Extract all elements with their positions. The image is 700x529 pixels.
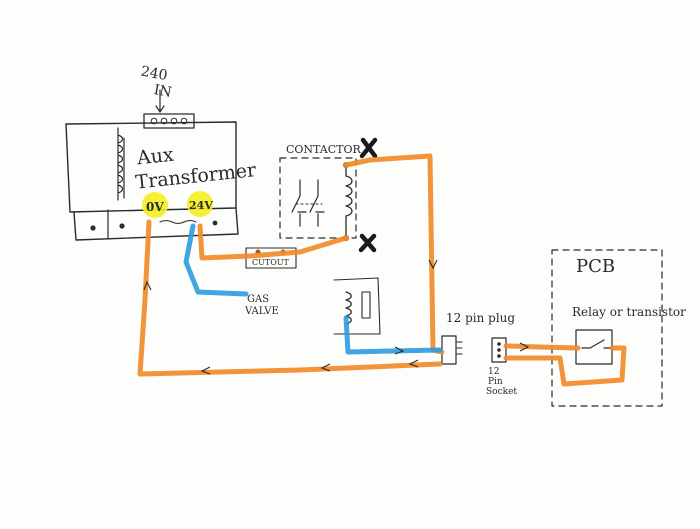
transformer-box: [65, 121, 239, 241]
wire-contactor-plug: [343, 153, 445, 355]
input-label: 240 IN: [137, 64, 176, 101]
wire-0v-return: [137, 219, 443, 377]
zero-volt-terminal: 0V: [142, 192, 168, 218]
zero-volt-label: 0V: [146, 200, 164, 214]
gas-valve-component: [333, 277, 381, 335]
cutout-label: CUTOUT: [252, 258, 290, 267]
flow-arrows: [143, 259, 530, 375]
transformer-label: Aux Transformer: [132, 135, 258, 193]
input-label-line2: IN: [153, 82, 173, 101]
cross-mark-icon: [359, 137, 378, 159]
socket-label: 12 Pin Socket: [486, 367, 517, 397]
wire-24v-cutout: [197, 223, 349, 261]
pcb-label: PCB: [576, 256, 615, 277]
plug-connector: [441, 335, 463, 365]
socket-label-line3: Socket: [486, 387, 517, 397]
cross-mark-icon: [358, 233, 377, 253]
relay-label: Relay or transistor: [572, 305, 686, 319]
gas-valve-label: GAS VALVE: [244, 294, 279, 317]
input-terminal-block: [143, 89, 195, 129]
wire-gas-valve-plug: [343, 315, 443, 355]
socket-label-line2: Pin: [488, 377, 503, 387]
input-label-line1: 240: [140, 64, 169, 84]
plug-label: 12 pin plug: [446, 311, 515, 325]
volt-24-terminal: 24V: [187, 191, 213, 217]
volt-24-label: 24V: [189, 199, 213, 212]
gas-valve-label-line1: GAS: [247, 294, 269, 305]
relay-component: [575, 329, 613, 365]
contactor-label: CONTACTOR: [286, 143, 362, 156]
wire-socket-relay: [503, 343, 581, 351]
socket-label-line1: 12: [488, 367, 499, 377]
gas-valve-label-line2: VALVE: [244, 306, 279, 317]
wire-relay-return: [503, 345, 627, 387]
socket-connector: [491, 337, 507, 363]
blue-wires: [183, 223, 443, 355]
pcb-box: [551, 249, 663, 407]
wire-24v-gas-valve: [183, 223, 249, 297]
contactor-box: [279, 157, 357, 241]
transformer-label-line1: Aux: [135, 144, 175, 170]
